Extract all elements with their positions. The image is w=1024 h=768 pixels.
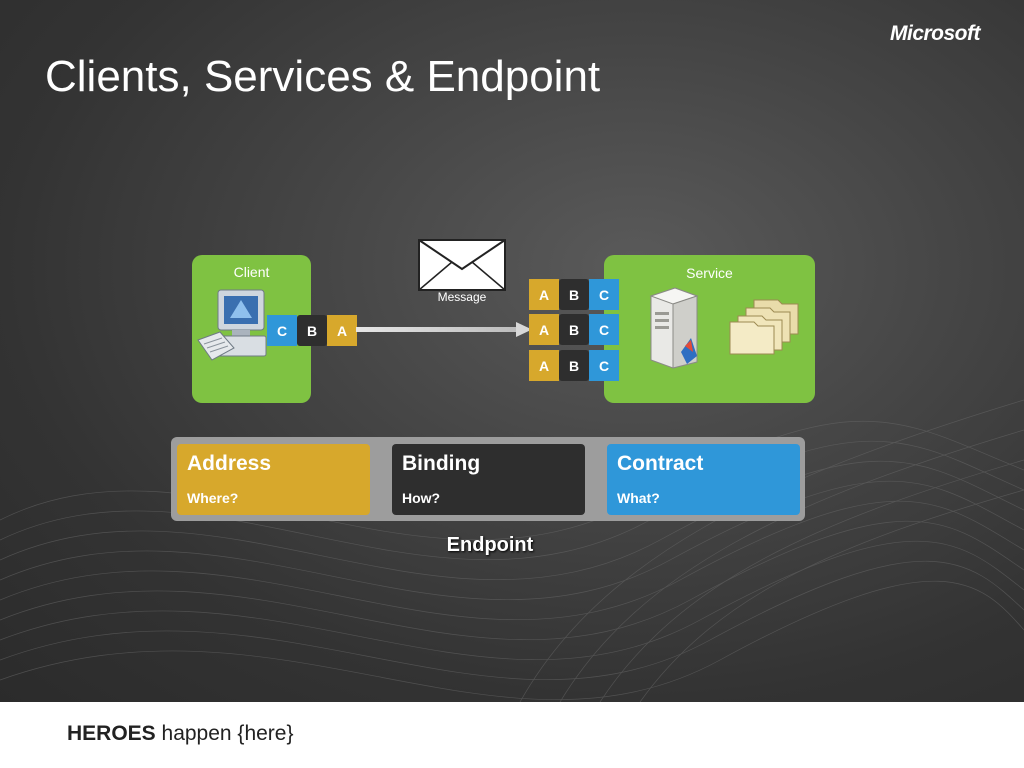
heroes-bold: HEROES — [67, 722, 156, 745]
microsoft-logo: Microsoft — [890, 22, 981, 45]
binding-question: How? — [402, 490, 441, 506]
page-title: Clients, Services & Endpoint — [45, 52, 601, 101]
endpoint-address-chip: A — [529, 279, 559, 310]
message-label: Message — [437, 290, 487, 304]
slide: Clients, Services & Endpoint Microsoft C… — [0, 0, 1024, 702]
binding-heading: Binding — [402, 452, 481, 475]
client-binding-chip: B — [297, 315, 327, 346]
contract-card: Contract What? — [607, 444, 800, 515]
client-label: Client — [233, 264, 270, 280]
footer — [0, 702, 1024, 768]
endpoint-contract-chip: C — [589, 350, 619, 381]
endpoint-binding-chip: B — [559, 350, 589, 381]
endpoint-contract-chip: C — [589, 314, 619, 345]
address-heading: Address — [187, 452, 272, 475]
contract-question: What? — [617, 490, 660, 506]
endpoint-contract-chip: C — [589, 279, 619, 310]
address-question: Where? — [187, 490, 239, 506]
message-arrow — [356, 322, 532, 337]
binding-card: Binding How? — [392, 444, 585, 515]
folders-icon — [729, 299, 799, 355]
service-label: Service — [686, 265, 733, 281]
endpoint-address-chip: A — [529, 314, 559, 345]
client-contract-chip: C — [267, 315, 297, 346]
server-icon — [649, 287, 699, 369]
heroes-rest: happen {here} — [155, 722, 294, 745]
contract-heading: Contract — [617, 452, 704, 475]
background-waves — [0, 399, 1024, 702]
endpoint-address-chip: A — [529, 350, 559, 381]
client-address-chip: A — [327, 315, 357, 346]
endpoint-binding-chip: B — [559, 279, 589, 310]
endpoint-label: Endpoint — [446, 534, 534, 556]
envelope-icon — [418, 239, 506, 291]
computer-icon — [197, 289, 267, 361]
endpoint-binding-chip: B — [559, 314, 589, 345]
heroes-tagline: HEROES happen {here} — [67, 722, 294, 746]
address-card: Address Where? — [177, 444, 370, 515]
